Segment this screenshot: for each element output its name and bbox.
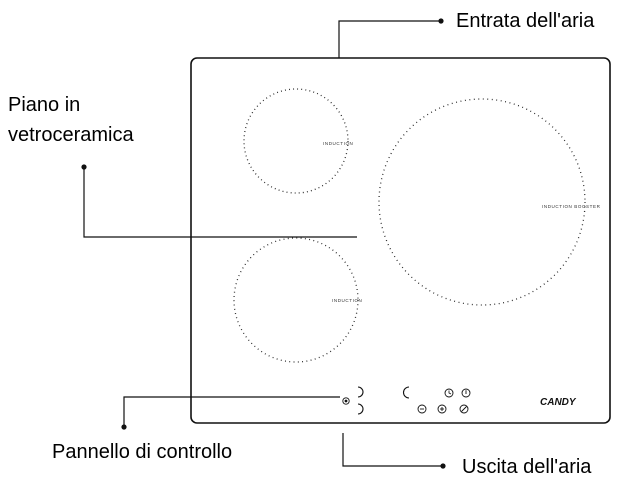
leader-dot-control-panel bbox=[121, 424, 127, 430]
zone-lower-arc-icon[interactable] bbox=[357, 403, 364, 415]
leader-air-inlet bbox=[338, 20, 440, 58]
zone-select-icon[interactable] bbox=[342, 397, 350, 405]
zone-large-arc-icon[interactable] bbox=[403, 386, 410, 399]
cooking-zone-medium-bottom bbox=[233, 237, 359, 363]
cooking-zone-small-top bbox=[243, 88, 349, 194]
booster-icon[interactable] bbox=[459, 404, 469, 414]
power-icon[interactable] bbox=[461, 388, 471, 398]
timer-icon[interactable] bbox=[444, 388, 454, 398]
leader-dot-glass-top bbox=[81, 164, 87, 170]
leader-control-panel bbox=[123, 396, 340, 425]
zone-label-large-right: INDUCTION BOOSTER bbox=[542, 204, 601, 209]
leader-air-outlet bbox=[342, 433, 442, 467]
plus-icon[interactable] bbox=[437, 404, 447, 414]
zone-upper-arc-icon[interactable] bbox=[357, 386, 364, 398]
label-glass-top-line2: vetroceramica bbox=[8, 124, 134, 146]
zone-label-small-top: INDUCTION bbox=[323, 141, 353, 146]
label-glass-top-line1: Piano in bbox=[8, 94, 81, 116]
zone-label-medium-bottom: INDUCTION bbox=[332, 298, 362, 303]
control-panel bbox=[342, 386, 471, 415]
hob-outline bbox=[190, 57, 611, 424]
label-control-panel: Pannello di controllo bbox=[52, 441, 233, 463]
label-air-inlet: Entrata dell'aria bbox=[456, 10, 595, 32]
label-air-outlet: Uscita dell'aria bbox=[462, 456, 592, 478]
brand-logo: CANDY bbox=[540, 397, 577, 408]
leader-dot-air-outlet bbox=[440, 463, 446, 469]
cooking-zone-large-right bbox=[378, 98, 586, 306]
leader-glass-top bbox=[83, 167, 357, 238]
minus-icon[interactable] bbox=[417, 404, 427, 414]
leader-dot-air-inlet bbox=[438, 18, 444, 24]
